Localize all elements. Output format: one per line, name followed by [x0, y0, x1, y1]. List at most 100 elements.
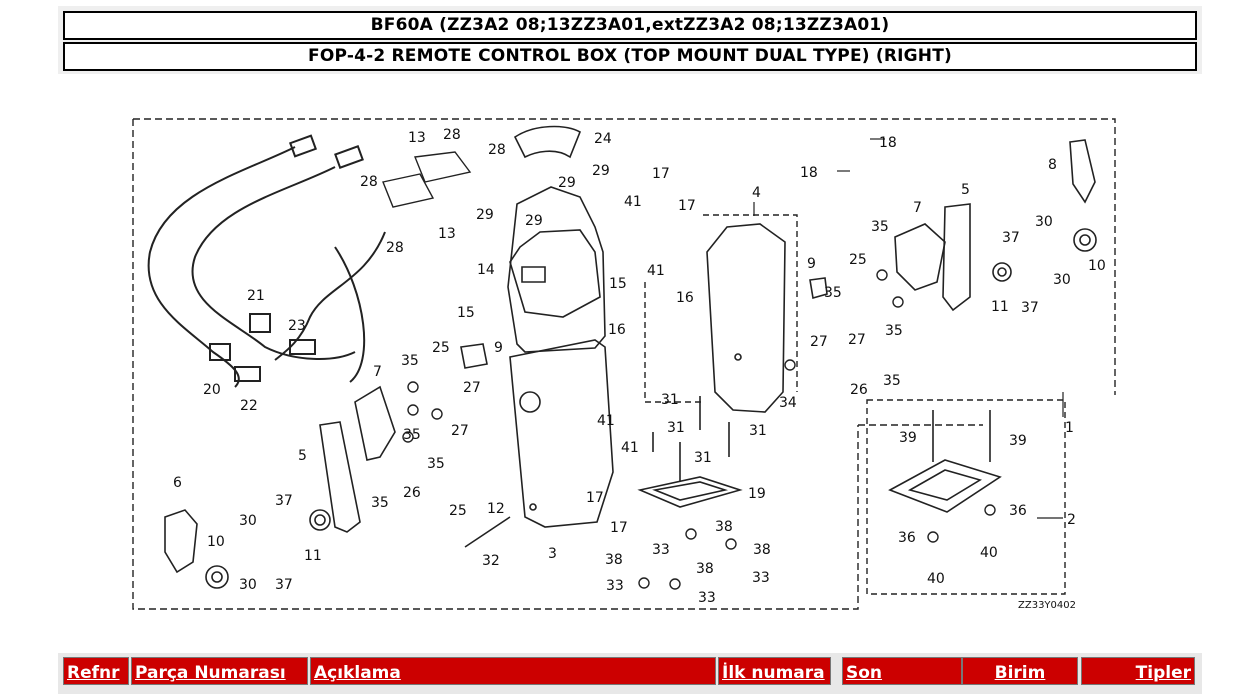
- callout-22: 22: [240, 398, 258, 414]
- col-types[interactable]: Tipler: [1081, 657, 1195, 685]
- callout-14: 14: [477, 262, 495, 278]
- callout-37b: 37: [275, 577, 293, 593]
- callout-25c: 25: [449, 503, 467, 519]
- callout-10b: 10: [1088, 258, 1106, 274]
- callout-29c: 29: [476, 207, 494, 223]
- callout-17c: 17: [586, 490, 604, 506]
- callout-23: 23: [288, 318, 306, 334]
- callout-38b: 38: [753, 542, 771, 558]
- callout-10: 10: [207, 534, 225, 550]
- callout-9: 9: [494, 340, 503, 356]
- callout-33d: 33: [752, 570, 770, 586]
- callout-17b: 17: [678, 198, 696, 214]
- callout-6: 6: [173, 475, 182, 491]
- covers: [509, 125, 601, 318]
- control-box-assembly: [509, 339, 614, 528]
- callout-7b: 7: [913, 200, 922, 216]
- callout-12: 12: [487, 501, 505, 517]
- rings: [205, 228, 1097, 589]
- parts-diagram: 1 2 3 4 5 5 6 7 7 8 9 9 10 10 11 11 12 1…: [132, 118, 1116, 611]
- nuts: [402, 269, 996, 590]
- callout-30c: 30: [1035, 214, 1053, 230]
- callout-7: 7: [373, 364, 382, 380]
- bolts: [464, 396, 991, 548]
- callout-leaders: [753, 138, 1064, 519]
- callout-13: 13: [408, 130, 426, 146]
- callout-35h: 35: [883, 373, 901, 389]
- diagram-code: ZZ33Y0402: [1018, 600, 1076, 611]
- callout-21: 21: [247, 288, 265, 304]
- col-refnr[interactable]: Refnr: [63, 657, 129, 685]
- callout-39: 39: [899, 430, 917, 446]
- callout-13b: 13: [438, 226, 456, 242]
- col-part-number[interactable]: Parça Numarası: [131, 657, 308, 685]
- col-last[interactable]: Son: [842, 657, 962, 685]
- callout-36b: 36: [898, 530, 916, 546]
- callouts: 1 2 3 4 5 5 6 7 7 8 9 9 10 10 11 11 12 1…: [173, 127, 1106, 606]
- callout-16: 16: [676, 290, 694, 306]
- diagram-frames: [132, 118, 1116, 610]
- gaskets: [637, 459, 1002, 513]
- callout-9b: 9: [807, 256, 816, 272]
- callout-28b: 28: [488, 142, 506, 158]
- callout-38: 38: [715, 519, 733, 535]
- levers: [164, 139, 1096, 574]
- callout-29b: 29: [558, 175, 576, 191]
- callout-27c: 27: [810, 334, 828, 350]
- callout-35b: 35: [403, 427, 421, 443]
- callout-33b: 33: [606, 578, 624, 594]
- callout-33c: 33: [698, 590, 716, 606]
- callout-26: 26: [403, 485, 421, 501]
- callout-20: 20: [203, 382, 221, 398]
- callout-38d: 38: [696, 561, 714, 577]
- callout-15b: 15: [457, 305, 475, 321]
- callout-11b: 11: [991, 299, 1009, 315]
- callout-17: 17: [652, 166, 670, 182]
- callout-18: 18: [879, 135, 897, 151]
- callout-2: 2: [1067, 512, 1076, 528]
- callout-36: 36: [1009, 503, 1027, 519]
- callout-28d: 28: [386, 240, 404, 256]
- model-title: BF60A (ZZ3A2 08;13ZZ3A01,extZZ3A2 08;13Z…: [63, 11, 1197, 40]
- callout-33: 33: [652, 542, 670, 558]
- callout-40b: 40: [927, 571, 945, 587]
- callout-25: 25: [432, 340, 450, 356]
- callout-1: 1: [1065, 420, 1074, 436]
- callout-35c: 35: [427, 456, 445, 472]
- control-box-front: [507, 186, 606, 511]
- col-description[interactable]: Açıklama: [310, 657, 716, 685]
- col-unit[interactable]: Birim: [962, 657, 1078, 685]
- callout-37d: 37: [1021, 300, 1039, 316]
- plates: [382, 151, 472, 208]
- callout-27: 27: [463, 380, 481, 396]
- callout-5b: 5: [961, 182, 970, 198]
- callout-40: 40: [980, 545, 998, 561]
- callout-37c: 37: [1002, 230, 1020, 246]
- callout-29d: 29: [525, 213, 543, 229]
- callout-26b: 26: [850, 382, 868, 398]
- callout-25b: 25: [849, 252, 867, 268]
- callout-3: 3: [548, 546, 557, 562]
- back-plate: [706, 223, 786, 413]
- callout-18b: 18: [800, 165, 818, 181]
- callout-41c: 41: [597, 413, 615, 429]
- callout-35d: 35: [371, 495, 389, 511]
- callout-5: 5: [298, 448, 307, 464]
- callout-24: 24: [594, 131, 612, 147]
- callout-28: 28: [443, 127, 461, 143]
- header: BF60A (ZZ3A2 08;13ZZ3A01,extZZ3A2 08;13Z…: [58, 6, 1202, 74]
- callout-30b: 30: [239, 577, 257, 593]
- parts-table-header: Refnr Parça Numarası Açıklama İlk numara…: [58, 653, 1202, 694]
- callout-39b: 39: [1009, 433, 1027, 449]
- callout-31b: 31: [667, 420, 685, 436]
- callout-37: 37: [275, 493, 293, 509]
- callout-15: 15: [609, 276, 627, 292]
- callout-32: 32: [482, 553, 500, 569]
- callout-41d: 41: [621, 440, 639, 456]
- callout-28c: 28: [360, 174, 378, 190]
- callout-35: 35: [401, 353, 419, 369]
- col-first-number[interactable]: İlk numara: [718, 657, 831, 685]
- callout-34: 34: [779, 395, 797, 411]
- callout-38c: 38: [605, 552, 623, 568]
- callout-16b: 16: [608, 322, 626, 338]
